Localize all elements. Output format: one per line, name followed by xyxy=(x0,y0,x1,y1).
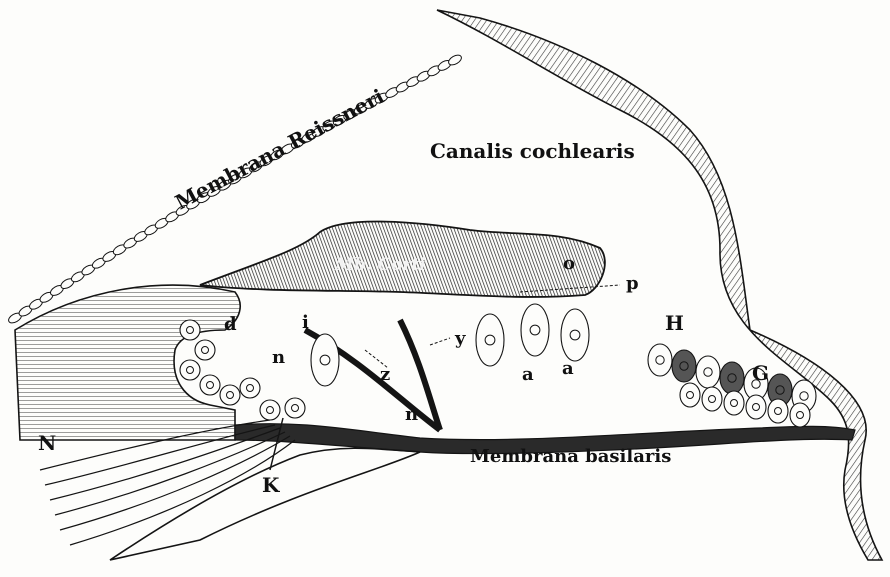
sulcus-cell xyxy=(240,378,260,398)
supporting-cell xyxy=(724,391,744,415)
label-N: N xyxy=(38,431,56,455)
supporting-cell xyxy=(680,383,700,407)
label-d: d xyxy=(224,314,237,335)
label-n-lower: n xyxy=(405,404,418,425)
sulcus-cell xyxy=(260,400,280,420)
hair-cell xyxy=(311,334,339,386)
label-K: K xyxy=(262,473,280,497)
hair-cell xyxy=(476,314,504,366)
supporting-cell xyxy=(720,362,744,394)
supporting-cell xyxy=(768,399,788,423)
supporting-cell xyxy=(696,356,720,388)
hair-cell xyxy=(521,304,549,356)
supporting-cell xyxy=(702,387,722,411)
label-o: o xyxy=(563,253,575,274)
label-z: z xyxy=(380,364,390,385)
sulcus-cell xyxy=(200,375,220,395)
sulcus-cell xyxy=(220,385,240,405)
hair-cells xyxy=(311,304,589,386)
limbus xyxy=(15,285,240,440)
label-H: H xyxy=(665,311,684,335)
label-membrana-basilaris: Membrana basilaris xyxy=(470,446,671,467)
label-G: G xyxy=(752,361,769,385)
label-canalis-cochlearis: Canalis cochlearis xyxy=(430,139,635,163)
sulcus-cell xyxy=(180,320,200,340)
sulcus-cell xyxy=(180,360,200,380)
supporting-cell xyxy=(648,344,672,376)
label-membrana-reissneri: Membrana Reissneri xyxy=(171,84,388,215)
supporting-cell xyxy=(672,350,696,382)
supporting-cell xyxy=(790,403,810,427)
sulcus-cell xyxy=(285,398,305,418)
label-a-right: a xyxy=(562,358,574,379)
supporting-cell xyxy=(746,395,766,419)
sulcus-cell xyxy=(195,340,215,360)
label-a-left: a xyxy=(522,364,534,385)
label-n-upper: n xyxy=(272,347,285,368)
hair-cell xyxy=(561,309,589,361)
label-p: p xyxy=(626,273,639,294)
lower-lamina xyxy=(110,448,420,560)
pointer-y xyxy=(430,338,450,345)
label-y: y xyxy=(454,328,466,349)
label-mb-corti: Mb. Corti xyxy=(334,255,426,275)
label-i: i xyxy=(302,312,309,333)
